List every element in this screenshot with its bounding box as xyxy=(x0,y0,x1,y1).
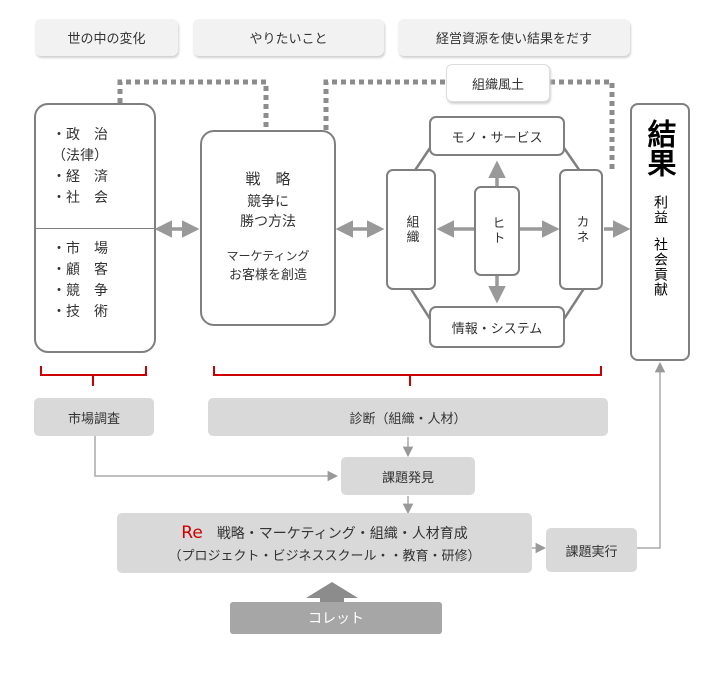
micro-list: ・市 場 ・顧 客 ・競 争 ・技 術 xyxy=(36,239,154,323)
re-line1-row: Re 戦略・マーケティング・組織・人材育成 xyxy=(181,523,467,543)
re-solutions-box: Re 戦略・マーケティング・組織・人材育成 （プロジェクト・ビジネススクール・・教… xyxy=(117,513,532,573)
label-org-culture: 組織風土 xyxy=(446,64,550,102)
macro-item: ・政 治 xyxy=(52,127,108,143)
diagnosis-box: 診断（組織・人材） xyxy=(208,398,608,436)
goods-services-box: モノ・サービス xyxy=(429,116,565,156)
macro-item: （法律） xyxy=(52,148,108,164)
result-title: 結果 xyxy=(643,119,677,177)
strategy-line3: マーケティング xyxy=(226,249,310,263)
result-contribution: 社会貢献 xyxy=(652,237,668,297)
re-line1: 戦略・マーケティング・組織・人材育成 xyxy=(216,525,468,542)
info-systems-box: 情報・システム xyxy=(429,306,565,348)
org-box: 組織 xyxy=(386,169,436,290)
bracket-strategy-resources xyxy=(213,366,602,386)
strategy-box: 戦 略 競争に 勝つ方法 マーケティング お客様を創造 xyxy=(200,130,336,326)
micro-item: ・競 争 xyxy=(52,283,108,299)
micro-item: ・顧 客 xyxy=(52,262,108,278)
label-want-to-do: やりたいこと xyxy=(193,19,384,56)
issue-execution-box: 課題実行 xyxy=(546,528,637,572)
culture-dotted-line-2 xyxy=(323,79,447,130)
label-world-change: 世の中の変化 xyxy=(35,19,178,56)
people-box: ヒト xyxy=(474,186,520,276)
label-use-resources: 経営資源を使い結果をだす xyxy=(398,19,630,56)
issue-discovery-box: 課題発見 xyxy=(341,457,475,495)
money-box: カネ xyxy=(559,169,603,290)
bracket-environment xyxy=(40,366,147,386)
exec-to-result-line xyxy=(637,361,666,549)
environment-divider xyxy=(36,228,154,229)
research-to-issue-line xyxy=(94,436,339,482)
macro-item: ・経 済 xyxy=(52,169,108,185)
re-line2: （プロジェクト・ビジネススクール・・教育・研修） xyxy=(168,548,481,564)
strategy-title: 戦 略 xyxy=(245,170,291,188)
re-prefix: Re xyxy=(181,522,203,543)
market-research-box: 市場調査 xyxy=(34,398,154,436)
strategy-line4: お客様を創造 xyxy=(228,268,307,283)
environment-box: ・政 治 （法律） ・経 済 ・社 会 ・市 場 ・顧 客 ・競 争 ・技 術 xyxy=(34,103,156,353)
culture-dotted-line-3 xyxy=(550,79,615,172)
strategy-line2: 勝つ方法 xyxy=(240,214,296,230)
result-profit: 利益 xyxy=(652,195,668,225)
micro-item: ・市 場 xyxy=(52,241,108,257)
micro-item: ・技 術 xyxy=(52,304,108,320)
culture-dotted-line xyxy=(117,79,269,130)
result-box: 結果 利益 社会貢献 xyxy=(630,103,690,361)
macro-item: ・社 会 xyxy=(52,190,108,206)
collet-box: コレット xyxy=(230,602,442,634)
macro-list: ・政 治 （法律） ・経 済 ・社 会 xyxy=(36,125,154,209)
strategy-line1: 競争に xyxy=(247,194,289,210)
collet-up-arrow xyxy=(306,582,358,604)
